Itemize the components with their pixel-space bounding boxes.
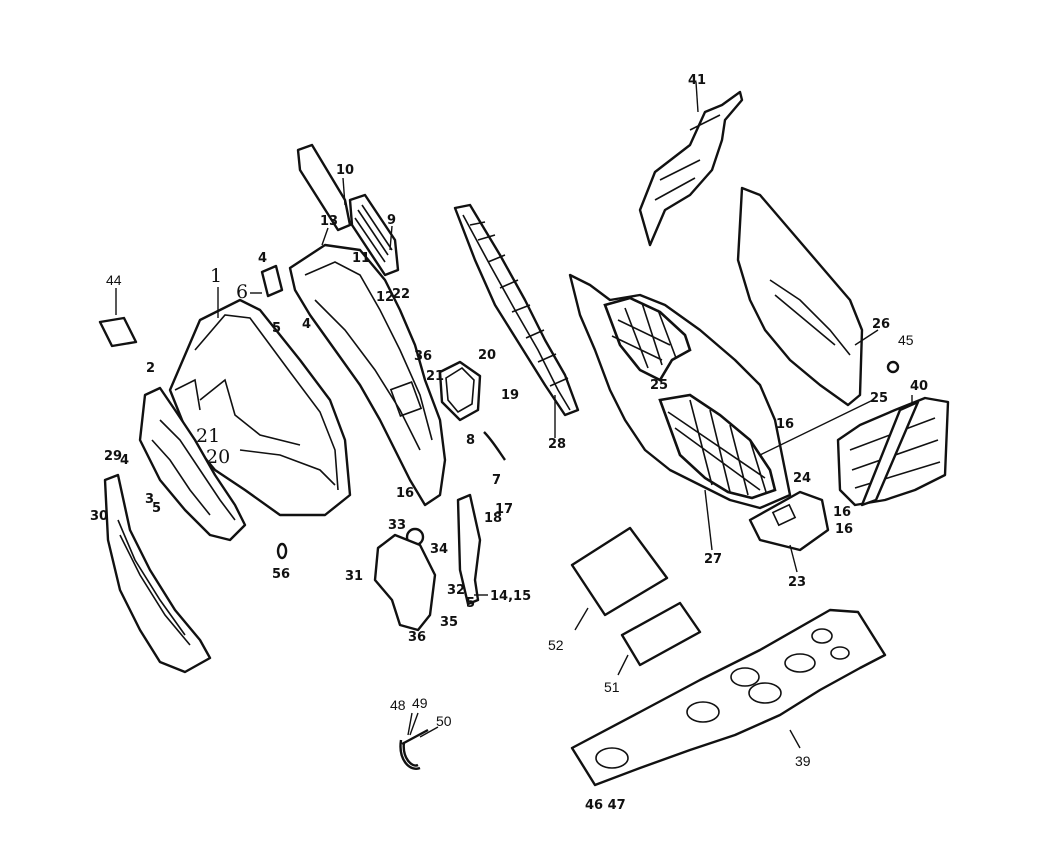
callout-36a: 36 xyxy=(414,349,432,364)
callout-36b: 36 xyxy=(408,630,426,645)
part-13-center-frame xyxy=(288,243,447,507)
callout-20b: 20 xyxy=(478,348,496,363)
callout-labels: 44 1 6 4 5 2 21 20 29 4 3 5 30 56 10 13 … xyxy=(90,73,928,813)
callout-21a: 21 xyxy=(196,425,220,447)
callout-44: 44 xyxy=(106,272,122,288)
callout-17: 17 xyxy=(495,502,513,517)
callout-50: 50 xyxy=(436,713,452,729)
callout-51: 51 xyxy=(604,679,620,695)
callout-7: 7 xyxy=(492,473,501,488)
callout-4a: 4 xyxy=(258,251,267,266)
part-44-label-plate xyxy=(98,316,138,348)
callout-56: 56 xyxy=(272,567,290,582)
part-52-panel xyxy=(570,526,669,617)
part-40-rear-rack xyxy=(836,360,950,507)
callout-26: 26 xyxy=(872,317,890,332)
callout-1: 1 xyxy=(210,265,222,287)
part-51-panel xyxy=(620,601,702,667)
leader-lines xyxy=(115,81,913,749)
callout-52: 52 xyxy=(548,637,564,653)
callout-20a: 20 xyxy=(206,446,230,468)
callout-34: 34 xyxy=(430,542,448,557)
callout-12: 12 xyxy=(376,290,394,305)
part-2-front-grille xyxy=(138,386,247,542)
callout-9: 9 xyxy=(387,213,396,228)
callout-3: 3 xyxy=(145,492,154,507)
callout-32: 32 xyxy=(447,583,465,598)
callout-13: 13 xyxy=(320,214,338,229)
callout-23: 23 xyxy=(788,575,806,590)
callout-28: 28 xyxy=(548,437,566,452)
part-28-side-rail xyxy=(453,203,580,417)
callout-5c: 5 xyxy=(466,596,475,611)
callout-10: 10 xyxy=(336,163,354,178)
callout-25a: 25 xyxy=(650,378,668,393)
callout-31: 31 xyxy=(345,569,363,584)
callout-19: 19 xyxy=(501,388,519,403)
callout-14-15: 14,15 xyxy=(490,589,531,604)
callout-5b: 5 xyxy=(152,501,161,516)
callout-16b: 16 xyxy=(776,417,794,432)
callout-30: 30 xyxy=(90,509,108,524)
part-27-floor-panel xyxy=(568,273,792,510)
callout-35: 35 xyxy=(440,615,458,630)
callout-21b: 21 xyxy=(426,369,444,384)
part-9-vent xyxy=(348,193,400,277)
callout-4c: 4 xyxy=(302,317,311,332)
part-26-rear-panel xyxy=(736,186,864,407)
callout-46-47: 46 47 xyxy=(585,798,626,813)
callout-33: 33 xyxy=(388,518,406,533)
callout-18: 18 xyxy=(484,511,502,526)
callout-24: 24 xyxy=(793,471,811,486)
callout-41: 41 xyxy=(688,73,706,88)
callout-4b: 4 xyxy=(120,453,129,468)
callout-45: 45 xyxy=(898,332,914,348)
part-41-rear-bracket xyxy=(638,90,744,247)
callout-16c: 16 xyxy=(833,505,851,520)
callout-40: 40 xyxy=(910,379,928,394)
callout-11: 11 xyxy=(352,251,370,266)
callout-25b: 25 xyxy=(870,391,888,406)
part-30-front-bumper xyxy=(103,473,212,674)
part-23-skid-plate xyxy=(748,490,830,552)
callout-16a: 16 xyxy=(396,486,414,501)
callout-48: 48 xyxy=(390,697,406,713)
callout-39: 39 xyxy=(795,753,811,769)
part-39-underbody-plate xyxy=(570,608,887,787)
callout-6: 6 xyxy=(236,281,248,303)
callout-49: 49 xyxy=(412,695,428,711)
part-1-front-fender xyxy=(168,298,352,517)
part-10-screen-panel xyxy=(296,143,352,232)
callout-27: 27 xyxy=(704,552,722,567)
callout-29: 29 xyxy=(104,449,122,464)
callout-5a: 5 xyxy=(272,321,281,336)
callout-2: 2 xyxy=(146,361,155,376)
callout-16d: 16 xyxy=(835,522,853,537)
callout-8: 8 xyxy=(466,433,475,448)
callout-22: 22 xyxy=(392,287,410,302)
small-brackets xyxy=(260,264,506,770)
